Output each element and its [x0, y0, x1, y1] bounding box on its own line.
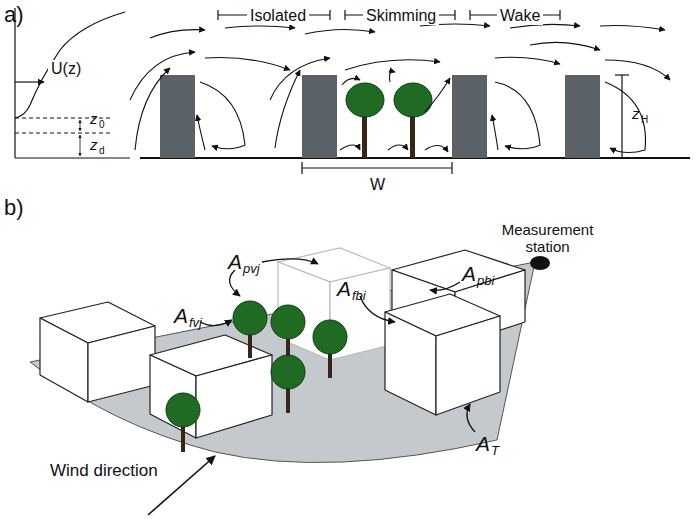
dimension-label: W	[370, 176, 385, 194]
area-label: A	[174, 304, 188, 327]
bracket	[218, 10, 629, 174]
area-label: A	[462, 262, 476, 285]
tree	[166, 301, 347, 452]
wind-label: Wind direction	[50, 462, 158, 481]
regime-label: Wake	[497, 7, 543, 25]
dimension-label: H	[641, 114, 648, 125]
area-label: A	[228, 250, 242, 273]
dimension-label: 0	[99, 119, 105, 130]
flow-line	[130, 24, 670, 153]
regime-label: Skimming	[363, 7, 439, 25]
area-label: pbi	[477, 274, 494, 288]
area-label: fbi	[352, 289, 366, 303]
leader-arrow	[148, 259, 475, 515]
tree	[346, 83, 432, 158]
station-label: Measurement station	[500, 222, 595, 255]
measurement-station	[530, 256, 550, 270]
axis-label: U(z)	[48, 60, 84, 78]
area-label: A	[476, 432, 490, 455]
area-label: A	[337, 277, 351, 300]
dimension-label: z	[90, 111, 98, 128]
ground-area	[30, 262, 535, 463]
panel-letter: a)	[4, 3, 24, 27]
dimension-label: z	[90, 137, 98, 154]
area-label: fvj	[189, 316, 202, 330]
building	[40, 250, 525, 438]
regime-label: Isolated	[247, 7, 309, 25]
dimension-label: d	[99, 145, 105, 156]
wind-profile	[15, 8, 130, 158]
area-label: pvj	[243, 262, 260, 276]
panel-letter: b)	[4, 196, 24, 220]
building	[278, 248, 390, 360]
area-label: T	[491, 444, 499, 458]
dimension-label: z	[632, 106, 640, 123]
building	[160, 75, 600, 158]
